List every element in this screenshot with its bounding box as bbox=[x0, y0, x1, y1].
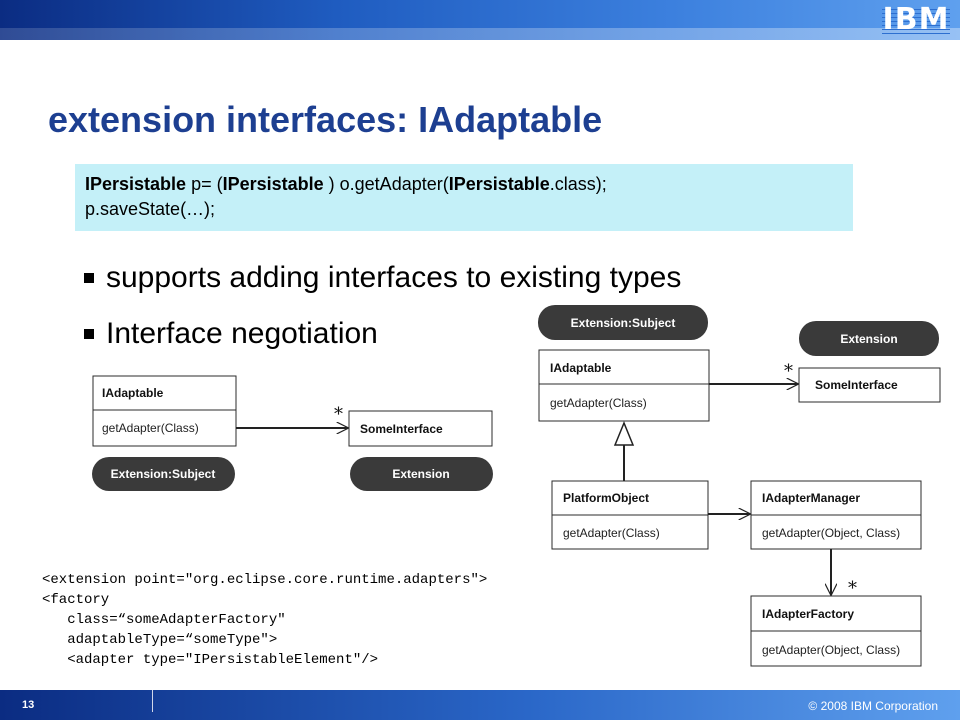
bullet-list: supports adding interfaces to existing t… bbox=[84, 258, 681, 370]
multiplicity-label: * bbox=[334, 404, 343, 425]
extension-subject-label: Extension:Subject bbox=[111, 467, 216, 481]
bullet-item: Interface negotiation bbox=[84, 314, 681, 370]
footer-divider bbox=[152, 690, 153, 712]
page-number: 13 bbox=[22, 699, 35, 711]
xml-line: <extension point="org.eclipse.core.runti… bbox=[42, 572, 488, 588]
code-line-1: IPersistable p= (IPersistable ) o.getAda… bbox=[85, 172, 843, 197]
bullet-item: supports adding interfaces to existing t… bbox=[84, 258, 681, 314]
platformobject-class-name: PlatformObject bbox=[563, 491, 649, 505]
code-text-token: .class); bbox=[549, 174, 607, 194]
header-bar: IBM bbox=[0, 0, 960, 40]
platformobject-method: getAdapter(Class) bbox=[563, 526, 660, 540]
iadapterfactory-method: getAdapter(Object, Class) bbox=[762, 643, 900, 657]
extension-subject-pill bbox=[538, 305, 708, 340]
iadapterfactory-class-name: IAdapterFactory bbox=[762, 607, 854, 621]
someinterface-label: SomeInterface bbox=[360, 422, 443, 436]
extension-pill bbox=[799, 321, 939, 356]
code-text-token: ) o.getAdapter( bbox=[323, 174, 449, 194]
xml-line: <factory bbox=[42, 592, 110, 608]
code-type-token: IPersistable bbox=[448, 174, 550, 194]
someinterface-box bbox=[348, 410, 493, 447]
right-diagram: Extension:Subject Extension IAdaptable g… bbox=[538, 305, 941, 667]
multiplicity-label: * bbox=[784, 361, 793, 382]
code-snippet-box: IPersistable p= (IPersistable ) o.getAda… bbox=[75, 164, 853, 231]
iadaptable-class-box bbox=[92, 375, 237, 447]
xml-extension-snippet: <extension point="org.eclipse.core.runti… bbox=[42, 570, 487, 670]
xml-line: <adapter type="IPersistableElement"/> bbox=[42, 652, 379, 668]
iadaptermanager-class-name: IAdapterManager bbox=[762, 491, 860, 505]
code-type-token: IPersistable bbox=[222, 174, 324, 194]
copyright: © 2008 IBM Corporation bbox=[808, 699, 938, 713]
inheritance-triangle bbox=[613, 421, 635, 446]
iadaptable-class-box bbox=[538, 349, 710, 422]
xml-line: adaptableType=“someType"> bbox=[42, 632, 278, 648]
extension-subject-pill bbox=[92, 457, 235, 491]
code-line-2: p.saveState(…); bbox=[85, 199, 216, 219]
left-diagram: IAdaptable getAdapter(Class) * SomeInter… bbox=[92, 375, 493, 491]
iadaptermanager-method: getAdapter(Object, Class) bbox=[762, 526, 900, 540]
xml-line: class=“someAdapterFactory" bbox=[42, 612, 286, 628]
code-text-token: p= ( bbox=[186, 174, 223, 194]
logo-text: IBM bbox=[882, 2, 950, 37]
ibm-logo-icon: IBM bbox=[882, 2, 950, 37]
code-type-token: IPersistable bbox=[85, 174, 187, 194]
multiplicity-label: * bbox=[848, 578, 857, 599]
extension-label: Extension bbox=[392, 467, 449, 481]
iadaptable-class-name: IAdaptable bbox=[550, 361, 612, 375]
footer-bar: 13 © 2008 IBM Corporation bbox=[0, 690, 960, 720]
someinterface-label: SomeInterface bbox=[815, 378, 898, 392]
iadaptable-method: getAdapter(Class) bbox=[102, 421, 199, 435]
header-band bbox=[0, 28, 960, 40]
extension-label: Extension bbox=[840, 332, 897, 346]
someinterface-box bbox=[798, 367, 941, 403]
iadaptable-method: getAdapter(Class) bbox=[550, 396, 647, 410]
iadaptable-class-name: IAdaptable bbox=[102, 386, 164, 400]
extension-subject-label: Extension:Subject bbox=[571, 316, 676, 330]
slide-title: extension interfaces: IAdaptable bbox=[48, 99, 603, 140]
extension-pill bbox=[350, 457, 493, 491]
